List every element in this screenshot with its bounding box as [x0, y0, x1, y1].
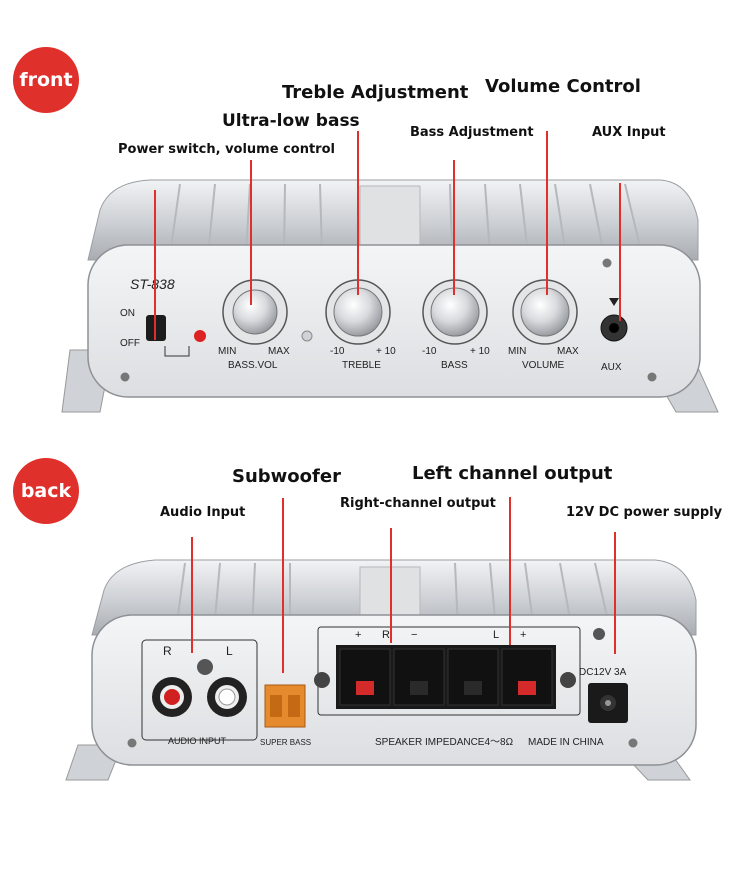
callout-volume-control: Volume Control: [485, 76, 641, 97]
volume-max: MAX: [557, 346, 579, 357]
pointer-left-channel: [509, 497, 511, 645]
switch-off-label: OFF: [120, 338, 140, 349]
callout-power-switch: Power switch, volume control: [118, 142, 335, 157]
volume-min: MIN: [508, 346, 526, 357]
pointer-audio-input: [191, 537, 193, 653]
bass-label: BASS: [441, 360, 468, 371]
speaker-r-label: R: [382, 629, 390, 641]
pointer-subwoofer: [282, 498, 284, 673]
pointer-volume: [546, 131, 548, 295]
callout-audio-input: Audio Input: [160, 505, 246, 520]
aux-label: AUX: [601, 362, 622, 373]
super-bass-label: SUPER BASS: [260, 738, 311, 747]
dc-label: DC12V 3A: [579, 667, 627, 678]
treble-max: + 10: [376, 346, 396, 357]
pointer-ultra-low-bass: [250, 160, 252, 305]
speaker-plus-1: +: [355, 629, 361, 641]
callout-bass-adjustment: Bass Adjustment: [410, 125, 534, 140]
bass-volume-knob[interactable]: [232, 289, 278, 335]
callout-left-channel-output: Left channel output: [412, 463, 613, 484]
pointer-bass: [453, 160, 455, 295]
pointer-treble: [357, 131, 359, 295]
callout-subwoofer: Subwoofer: [232, 466, 341, 487]
front-amplifier-image: ST-838 ON OFF MIN MAX BASS.VOL -10 + 10 …: [0, 160, 750, 440]
back-badge: back: [13, 458, 79, 524]
volume-knob[interactable]: [520, 287, 570, 337]
bass-vol-label: BASS.VOL: [228, 360, 278, 371]
treble-knob[interactable]: [333, 287, 383, 337]
callout-right-channel-output: Right-channel output: [340, 496, 496, 511]
pointer-dc-power: [614, 532, 616, 654]
callout-dc-power: 12V DC power supply: [566, 505, 723, 520]
callout-treble-adjustment: Treble Adjustment: [282, 82, 469, 103]
speaker-l-label: L: [493, 629, 499, 641]
callout-aux-input: AUX Input: [592, 125, 666, 140]
made-in-label: MADE IN CHINA: [528, 737, 604, 748]
pointer-aux: [619, 183, 621, 321]
callout-ultra-low-bass: Ultra-low bass: [222, 111, 360, 131]
power-led: [194, 330, 206, 342]
speaker-minus-1: −: [411, 629, 417, 641]
pointer-right-channel: [390, 528, 392, 643]
model-label: ST-838: [130, 276, 175, 292]
bass-knob-max: + 10: [470, 346, 490, 357]
front-badge: front: [13, 47, 79, 113]
audio-input-label: AUDIO INPUT: [168, 736, 227, 746]
switch-on-label: ON: [120, 308, 135, 319]
bass-knob-min: -10: [422, 346, 437, 357]
pointer-power-switch: [154, 190, 156, 340]
treble-min: -10: [330, 346, 345, 357]
volume-label: VOLUME: [522, 360, 565, 371]
bass-vol-min: MIN: [218, 346, 236, 357]
back-amplifier-image: R L AUDIO INPUT SUPER BASS + R − L +: [0, 545, 750, 825]
input-r-label: R: [163, 644, 172, 658]
bass-knob[interactable]: [430, 287, 480, 337]
speaker-impedance-label: SPEAKER IMPEDANCE4～8Ω: [375, 737, 514, 748]
power-switch[interactable]: [146, 315, 166, 341]
input-l-label: L: [226, 644, 233, 658]
treble-label: TREBLE: [342, 360, 381, 371]
bass-vol-max: MAX: [268, 346, 290, 357]
speaker-plus-2: +: [520, 629, 526, 641]
